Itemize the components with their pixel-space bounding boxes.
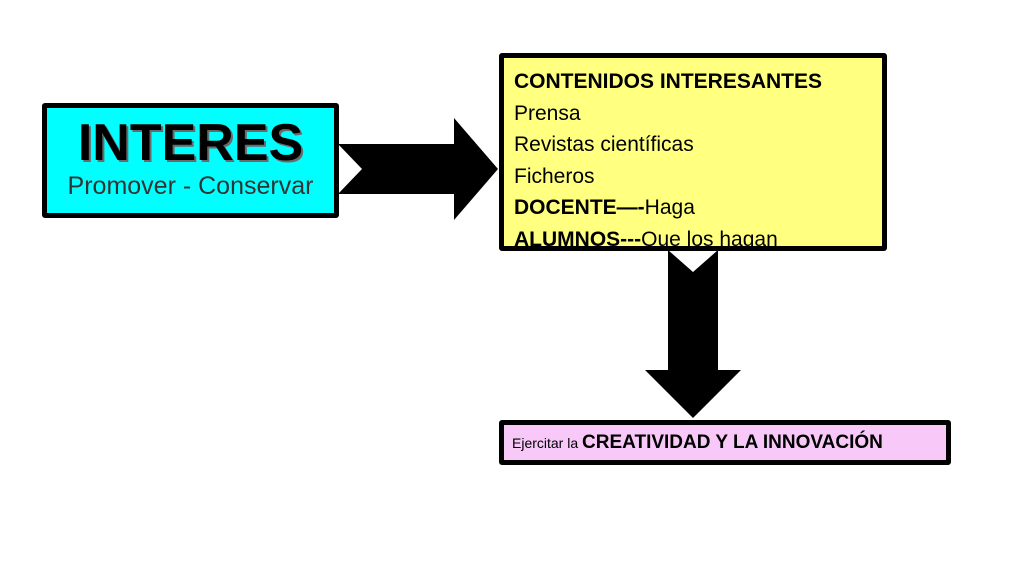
ejercitar-box: Ejercitar la CREATIVIDAD Y LA INNOVACIÓN [499,420,951,465]
ejercitar-emphasis: CREATIVIDAD Y LA INNOVACIÓN [582,432,883,453]
interes-box: INTERES Promover - Conservar [42,103,339,218]
contenidos-item-prensa: Prensa [514,101,581,125]
interes-title: INTERES [77,114,304,172]
contenidos-docente-line: DOCENTE—-Haga [514,192,882,224]
alumnos-label: ALUMNOS--- [514,227,642,251]
docente-label: DOCENTE—- [514,196,645,219]
down-arrow [645,250,741,418]
contenidos-alumnos-line: ALUMNOS---Que los hagan [514,224,882,256]
interes-subtitle: Promover - Conservar [67,172,314,200]
contenidos-item-revistas: Revistas científicas [514,133,694,156]
ejercitar-prefix: Ejercitar la [512,435,583,451]
right-arrow [338,118,498,220]
contenidos-heading: CONTENIDOS INTERESANTES [514,70,823,93]
docente-text: Haga [644,196,695,219]
contenidos-item-ficheros: Ficheros [514,164,595,188]
contenidos-box: CONTENIDOS INTERESANTES Prensa Revistas … [499,53,887,251]
alumnos-text: Que los hagan [641,227,778,251]
